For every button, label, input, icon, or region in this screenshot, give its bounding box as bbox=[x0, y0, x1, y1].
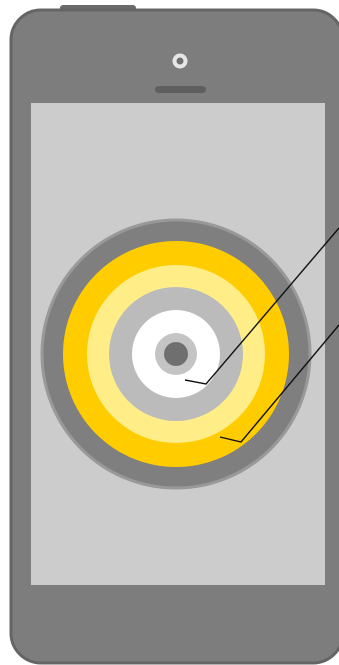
speaker-icon bbox=[155, 86, 206, 93]
camera-lens bbox=[176, 57, 184, 65]
target-bullseye bbox=[164, 342, 188, 366]
target-icon bbox=[40, 218, 312, 490]
callout-line-outer bbox=[219, 324, 339, 443]
callout-line-inner bbox=[184, 227, 339, 385]
